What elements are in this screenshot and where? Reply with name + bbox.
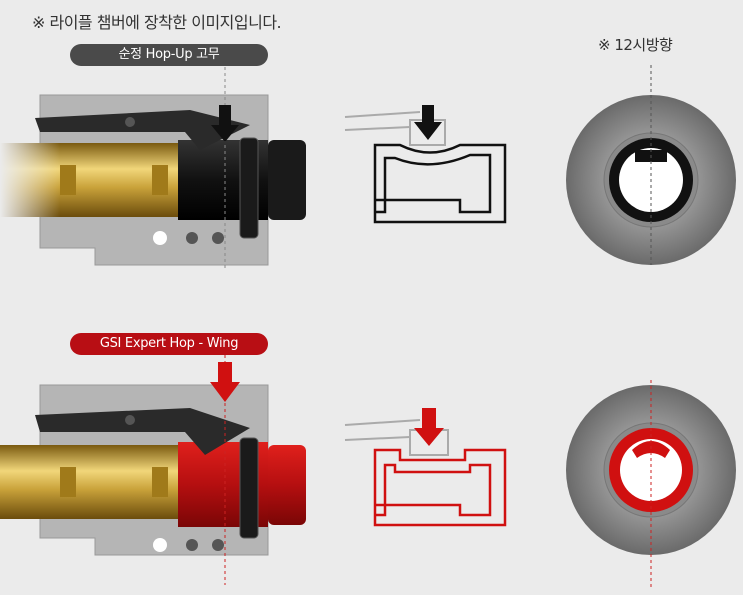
expert-hop-wing-label: GSI Expert Hop - Wing — [70, 333, 268, 355]
stock-hopup-label: 순정 Hop-Up 고무 — [70, 44, 268, 66]
front-view-disc — [566, 65, 736, 265]
pressure-arrow-icon — [414, 105, 442, 140]
pressure-arrow-icon — [210, 362, 240, 402]
cross-section — [344, 408, 507, 527]
chamber-assembly — [0, 55, 306, 270]
expert-hop-wing-section — [0, 355, 736, 590]
mounting-note: ※ 라이플 챔버에 장착한 이미지입니다. — [32, 13, 282, 32]
pressure-arrow-icon — [211, 105, 239, 142]
pressure-arrow-icon — [414, 408, 444, 446]
stock-hopup-section — [0, 55, 736, 270]
chamber-assembly — [0, 355, 306, 585]
orientation-note: ※ 12시방향 — [598, 36, 673, 54]
cross-section — [344, 105, 507, 224]
front-view-disc — [566, 380, 736, 590]
